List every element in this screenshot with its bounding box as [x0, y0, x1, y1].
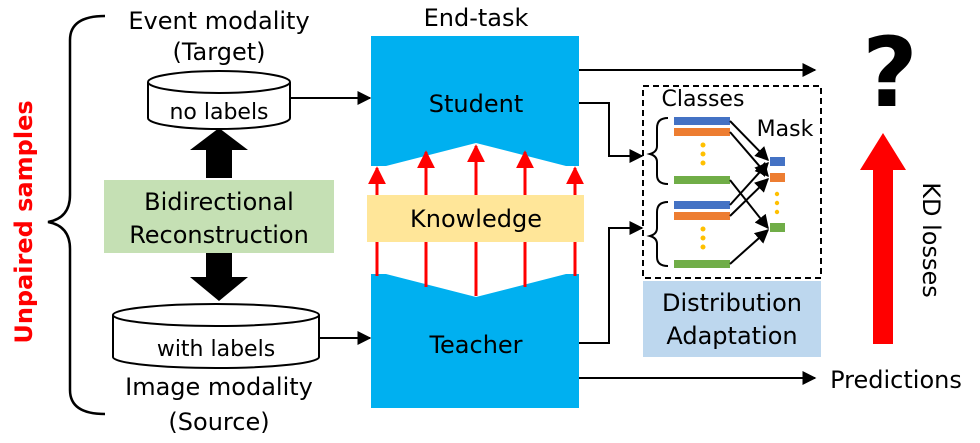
- question-mark: ?: [862, 17, 918, 129]
- image-database: with labels: [112, 303, 320, 369]
- reconstruction-line1: Bidirectional: [144, 188, 294, 216]
- image-modality-subtitle: (Source): [168, 408, 269, 436]
- ellipsis-dot: [700, 226, 706, 232]
- ellipsis-dot: [700, 160, 706, 166]
- ellipsis-dot: [700, 244, 706, 250]
- mask-arrow: [729, 161, 769, 206]
- no-labels-text: no labels: [169, 100, 268, 125]
- adaptation-box: [643, 281, 821, 357]
- teacher-label: Teacher: [428, 331, 522, 359]
- event-modality-subtitle: (Target): [173, 38, 266, 66]
- event-modality-title: Event modality: [128, 7, 309, 35]
- mask-bar-orange: [770, 173, 785, 182]
- ellipsis-dot: [774, 191, 780, 197]
- teacher-to-adaptation-arrow: [579, 221, 644, 344]
- mask-arrow: [729, 179, 769, 230]
- class-bar-blue: [674, 201, 730, 209]
- mask-arrow: [729, 120, 769, 162]
- ellipsis-dot: [700, 235, 706, 241]
- reconstruction-arrow-up: [190, 128, 248, 178]
- student-to-adaptation-arrow: [579, 102, 644, 163]
- ellipsis-dot: [774, 209, 780, 215]
- class-bar-orange: [674, 128, 730, 136]
- mask-label: Mask: [757, 117, 814, 142]
- mask-bar-blue: [770, 157, 785, 166]
- mask-arrow: [729, 229, 770, 265]
- ellipsis-dot: [700, 151, 706, 157]
- end-task-label: End-task: [424, 4, 529, 32]
- class-bar-orange: [674, 212, 730, 220]
- student-classes-brace: [646, 117, 669, 185]
- image-modality-title: Image modality: [125, 373, 313, 401]
- unpaired-brace: [47, 14, 106, 416]
- student-network: [371, 36, 579, 166]
- student-label: Student: [429, 90, 523, 118]
- knowledge-label: Knowledge: [410, 205, 542, 233]
- kd-losses-label: KD losses: [917, 182, 945, 297]
- classes-label: Classes: [662, 87, 745, 112]
- reconstruction-arrow-down: [190, 252, 248, 301]
- adaptation-line1: Distribution: [662, 289, 802, 317]
- teacher-classes-brace: [646, 201, 669, 267]
- event-database: no labels: [147, 70, 291, 130]
- class-bar-green: [674, 260, 730, 268]
- class-bar-blue: [674, 117, 730, 125]
- with-labels-text: with labels: [157, 337, 275, 362]
- teacher-network: [371, 274, 579, 408]
- class-bar-green: [674, 176, 730, 184]
- mask-bar-green: [770, 223, 785, 232]
- mask-arrows: [729, 120, 770, 265]
- predictions-label: Predictions: [830, 366, 962, 394]
- knowledge-box: [367, 195, 584, 242]
- ellipsis-dot: [700, 142, 706, 148]
- adaptation-line2: Adaptation: [666, 322, 797, 350]
- ellipsis-dot: [774, 200, 780, 206]
- distribution-dashed-box: [642, 85, 822, 279]
- kd-losses-arrow: [860, 133, 906, 344]
- reconstruction-box: [104, 180, 334, 253]
- mask-arrow: [729, 178, 770, 217]
- reconstruction-line2: Reconstruction: [129, 221, 309, 249]
- unpaired-samples-label: Unpaired samples: [10, 100, 38, 343]
